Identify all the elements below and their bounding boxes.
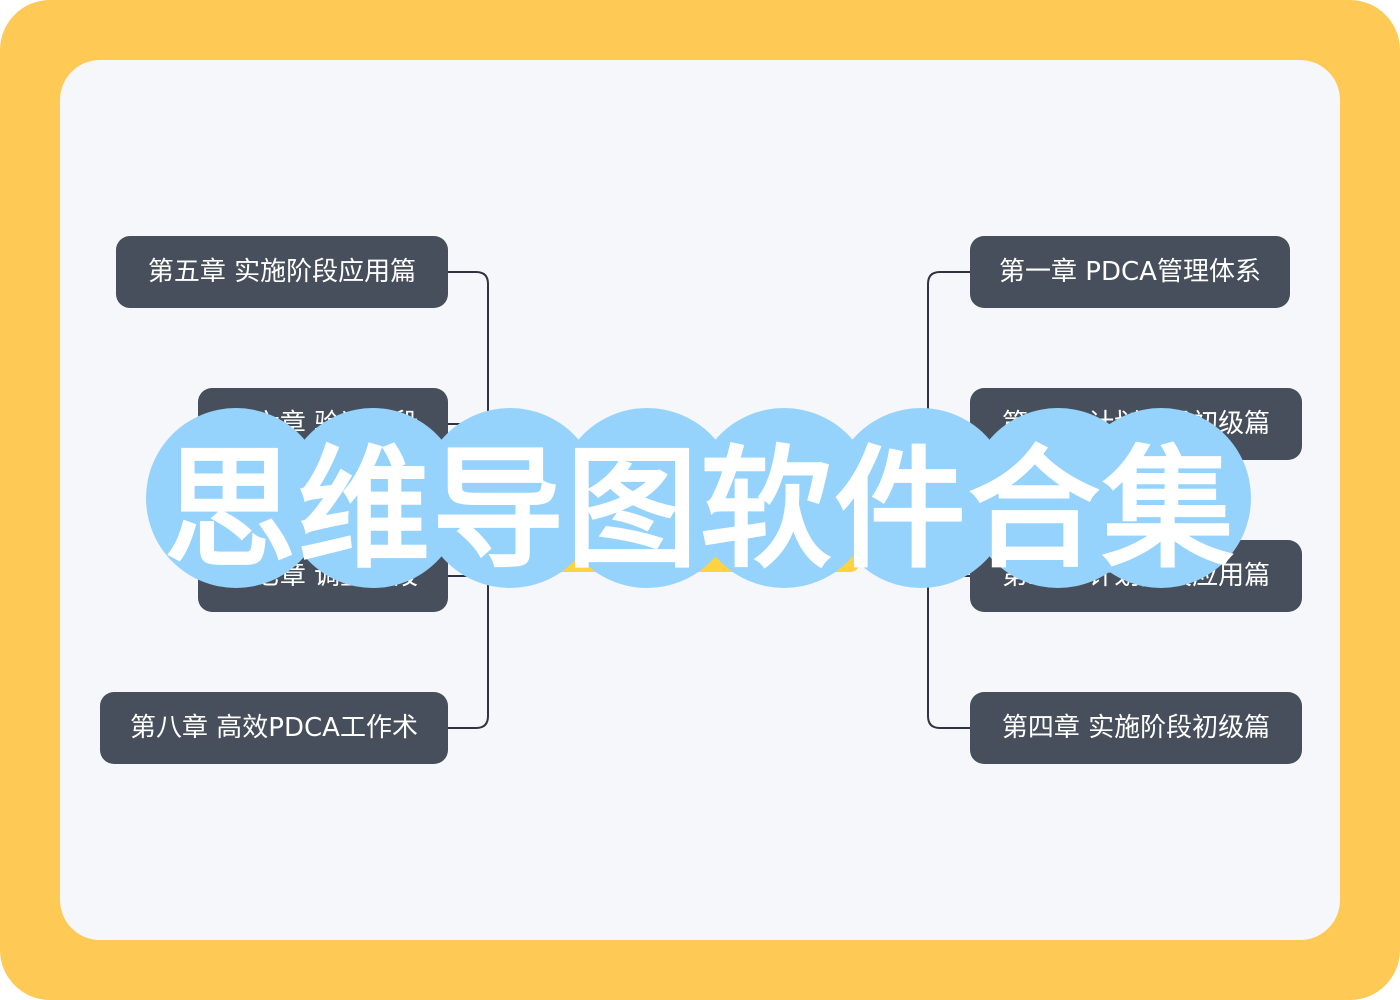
branch-node-chapter-1[interactable]: 第一章 PDCA管理体系 (970, 236, 1290, 308)
connector-left-1 (448, 271, 489, 500)
branch-node-chapter-5[interactable]: 第五章 实施阶段应用篇 (116, 236, 448, 308)
branch-node-chapter-4[interactable]: 第四章 实施阶段初级篇 (970, 692, 1302, 764)
connector-right-1 (927, 271, 970, 500)
banner-bubble (1071, 408, 1251, 588)
connector-left-4 (448, 500, 489, 729)
branch-node-chapter-8[interactable]: 第八章 高效PDCA工作术 (100, 692, 448, 764)
connector-right-4 (927, 500, 970, 729)
banner-title: 思维导图软件合集 (164, 432, 1236, 587)
